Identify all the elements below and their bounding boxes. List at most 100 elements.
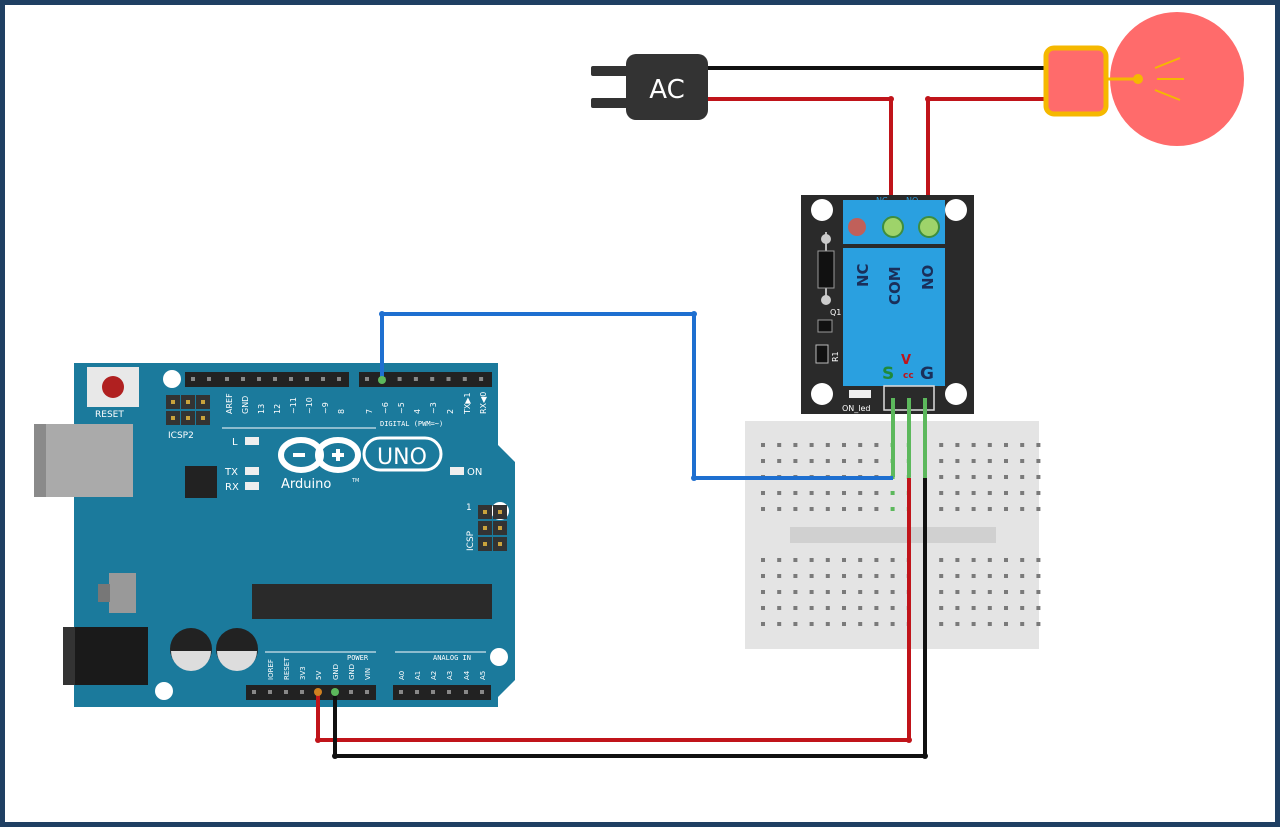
icsp-label: ICSP [466,530,476,551]
wire-joint [379,311,385,317]
board-hole [155,682,173,700]
header-hole [257,377,261,381]
pin-vcc-label: V [901,353,911,368]
breadboard-hole [955,622,960,626]
breadboard-hole [939,459,944,463]
bulb-ray [1154,89,1181,101]
power-jack-edge [63,627,75,685]
breadboard-hole [842,443,846,447]
q1-label: Q1 [830,308,841,317]
pin6-connection [378,376,386,384]
icsp2-label: ICSP2 [168,431,194,441]
diode-pad [821,234,831,244]
icsp-pin1: 1 [466,503,472,513]
power-pin-label: 3V3 [299,666,307,680]
wire-joint [922,753,928,759]
breadboard-hole [971,606,976,610]
breadboard-hole [874,590,879,594]
led-rx-label: RX [225,482,239,493]
ac-plug: AC [591,54,708,120]
breadboard-hole [842,558,846,562]
breadboard-hole [939,443,944,447]
breadboard-hole [1020,475,1025,479]
analog-pin-label: A3 [446,671,454,680]
breadboard-hole [842,590,846,594]
breadboard-hole [1004,558,1008,562]
circuit-diagram: AC NC NO NC COM NO S [34,12,1244,759]
led-l [245,437,259,445]
breadboard-hole [793,574,798,578]
breadboard-hole [777,606,782,610]
header-hole [207,377,211,381]
breadboard-hole [825,558,830,562]
breadboard-hole [1004,574,1008,578]
breadboard-hole [955,443,960,447]
breadboard-hole [1004,622,1008,626]
breadboard-hole [955,507,960,511]
reset-label: RESET [95,410,124,420]
capacitor-top [217,651,257,671]
mount-hole [811,383,833,405]
breadboard-hole [777,459,782,463]
breadboard-hole [1020,558,1025,562]
power-pin-label: 5V [315,671,323,680]
mount-hole [945,383,967,405]
terminal-screw-no [918,216,940,238]
breadboard-hole [1036,507,1041,511]
breadboard-hole [987,590,992,594]
breadboard-hole [809,590,814,594]
breadboard-hole [761,443,765,447]
breadboard-hole [858,491,863,495]
breadboard-hole [793,459,798,463]
breadboard-hole [1036,459,1041,463]
power-header [246,685,376,700]
reset-button-cap[interactable] [102,376,124,398]
breadboard-hole [825,606,830,610]
breadboard-hole [777,590,782,594]
power-jack [63,627,148,685]
breadboard-hole [842,606,846,610]
breadboard-hole [890,574,895,578]
usb-chip [185,466,217,498]
breadboard-hole [761,459,765,463]
breadboard-hole [1004,606,1008,610]
icsp-pin [498,542,502,546]
analog-pin-label: A5 [479,671,487,680]
digital-pin-label: 2 [446,409,455,414]
wire-gnd [333,478,927,758]
header-hole [397,377,402,381]
breadboard-hole [1020,574,1025,578]
relay-nc-label: NC [854,263,872,287]
breadboard-hole [939,475,944,479]
bulb-base [1043,45,1109,117]
header-hole [413,377,418,381]
breadboard-hole [761,606,765,610]
arduino-brand: Arduino [281,477,331,492]
icsp-pin [483,510,487,514]
breadboard-hole [955,475,960,479]
header-hole [464,690,468,694]
header-hole [337,377,341,381]
breadboard-hole [971,475,976,479]
breadboard-hole [1004,491,1008,495]
header-hole [462,377,467,381]
digital-pin-label: ~11 [289,397,298,414]
breadboard-hole [987,475,992,479]
pin-vcc-sub: cc [903,371,914,381]
digital-pin-label: GND [241,396,250,414]
breadboard-hole [809,491,814,495]
terminal-screw-nc [848,218,866,236]
breadboard-hole [1036,491,1041,495]
breadboard-hole [939,507,944,511]
breadboard-hole [939,574,944,578]
wire-joint [888,96,894,102]
breadboard-hole [809,459,814,463]
power-pin-label: GND [332,664,340,680]
header-hole [241,377,245,381]
analog-pin-label: A4 [463,670,471,680]
header-hole [447,690,451,694]
breadboard-hole [809,574,814,578]
header-hole [273,377,277,381]
